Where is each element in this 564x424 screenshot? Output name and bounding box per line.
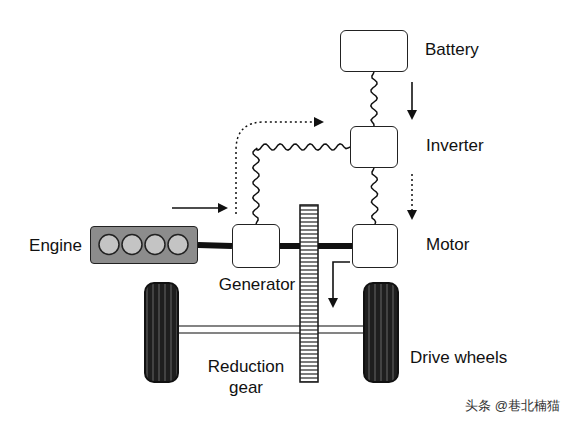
cylinder [99,235,119,255]
gear-teeth [300,205,318,382]
watermark: 头条 @巷北楠猫 [458,398,560,414]
cylinder [145,235,165,255]
cylinder [168,235,188,255]
component-label: Motor [426,235,469,255]
generator-box: Generator [232,224,280,268]
flow-arrow [172,207,226,209]
flow-arrow [333,262,350,306]
reduction-gear [300,205,318,382]
inverter-box: Inverter [350,126,398,168]
component-label: Battery [425,40,479,60]
power-cable [253,144,350,224]
component-label: Engine [29,236,82,256]
part-name: Reduction gear [190,356,302,398]
motor-shaft [317,243,353,249]
cylinder [122,235,142,255]
engine-block: Engine [90,226,198,264]
engine-shaft [198,245,232,246]
part-name: Drive wheels [410,347,560,368]
flow-arrow [411,82,413,118]
power-cable [371,168,378,224]
engine-cylinders [91,227,196,262]
component-label: Inverter [426,136,484,156]
battery-box: Battery [340,30,408,72]
drive-wheel [145,283,178,382]
generator-shaft [280,243,301,249]
component-label: Generator [219,275,296,295]
power-cable [371,72,377,126]
drive-wheel [364,283,398,382]
motor-box: Motor [352,224,398,268]
flow-arrow [411,174,413,218]
axle [176,326,366,333]
flow-arrow [236,122,322,214]
